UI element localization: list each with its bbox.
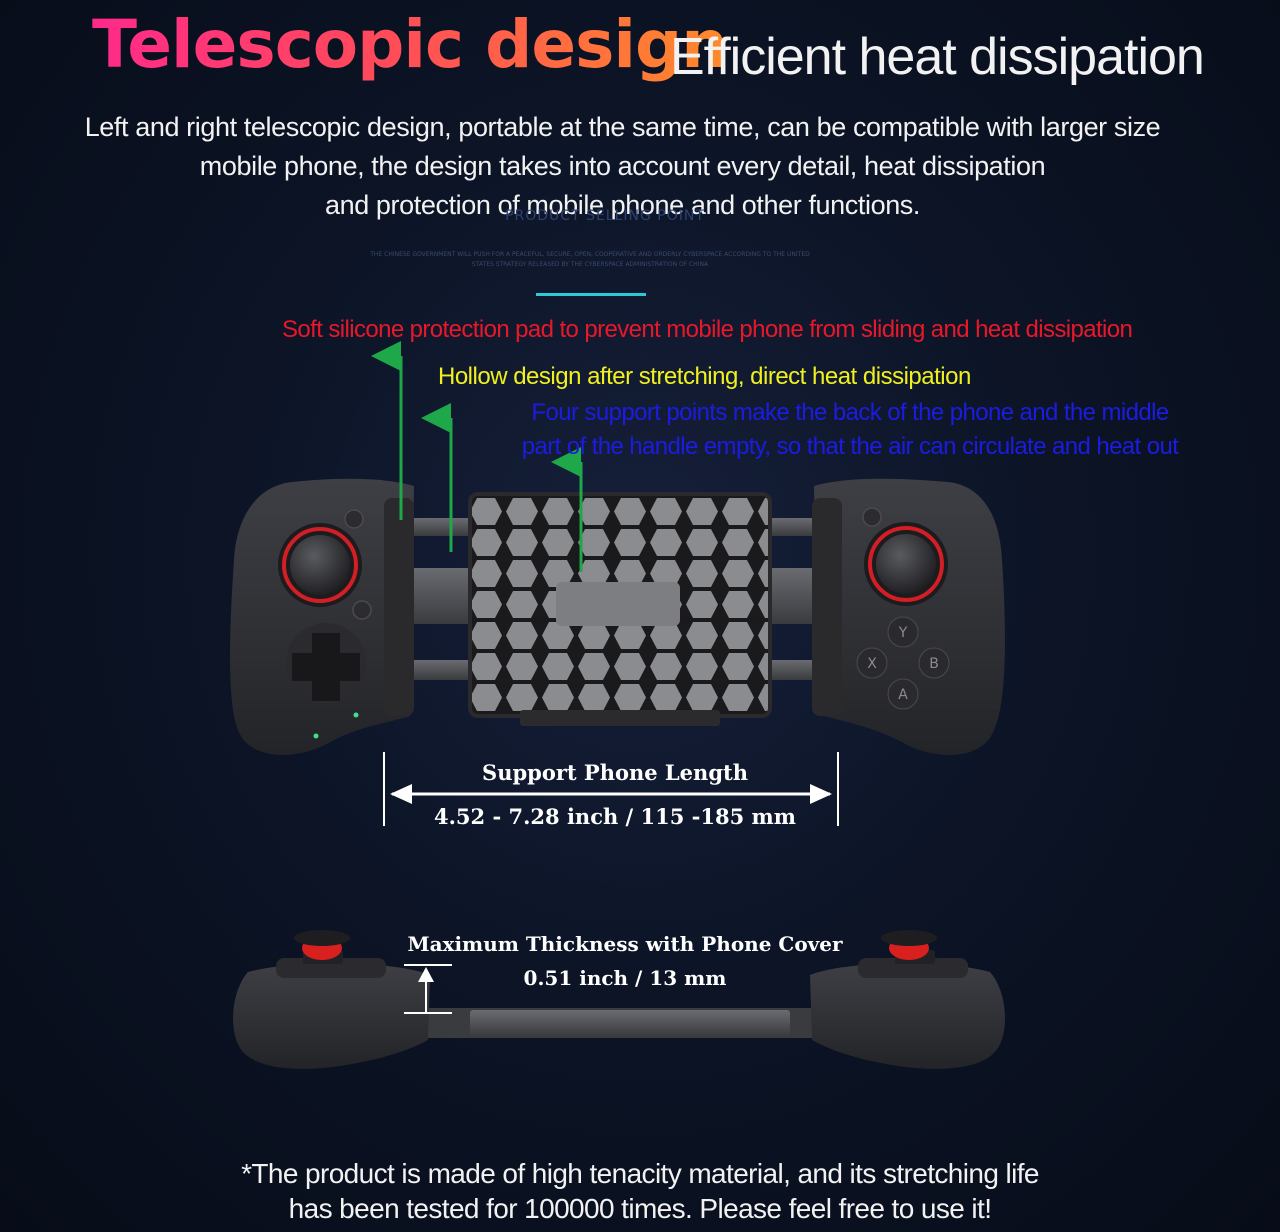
power-button: [352, 600, 372, 620]
headline-subtitle: Efficient heat dissipation: [670, 28, 1205, 86]
left-side-stick-cap: [294, 930, 350, 946]
status-led: [313, 733, 319, 739]
face-button-y-label: Y: [898, 625, 908, 641]
footer-line: *The product is made of high tenacity ma…: [241, 1158, 1039, 1189]
arrow-up-icon: [418, 967, 434, 982]
left-joystick-led: [282, 527, 358, 603]
faint-caption-line: STATES STRATEGY RELEASED BY THE CYBERSPA…: [471, 261, 709, 268]
right-side-grip: [810, 963, 1005, 1069]
right-joystick: [876, 534, 936, 594]
face-button-x-label: X: [867, 656, 877, 672]
hollow-design-note: Hollow design after stretching, direct h…: [438, 363, 971, 390]
intro-line: and protection of mobile phone and other…: [324, 190, 921, 220]
arrow-left-icon: [390, 784, 412, 804]
right-grip: [814, 478, 1005, 755]
max-thickness-label: Maximum Thickness with Phone Cover: [407, 932, 843, 956]
face-button-a: [887, 678, 919, 710]
right-side-stick-cap: [881, 930, 937, 946]
max-thickness-value: 0.51 inch / 13 mm: [523, 966, 727, 990]
left-silicone-pad: [384, 498, 414, 716]
right-small-button: [862, 507, 882, 527]
intro-line: Left and right telescopic design, portab…: [84, 112, 1161, 142]
panel-base: [520, 710, 720, 726]
headline-title: Telescopic design: [92, 0, 728, 90]
faint-caption-line: THE CHINESE GOVERNMENT WILL PUSH FOR A P…: [370, 251, 810, 258]
support-points-note-line: Four support points make the back of the…: [531, 399, 1169, 426]
support-length-value: 4.52 - 7.28 inch / 115 -185 mm: [434, 804, 796, 829]
status-led: [353, 712, 359, 718]
footer-note: *The product is made of high tenacity ma…: [0, 1156, 1280, 1226]
left-side-grip: [233, 963, 430, 1069]
support-length-label: Support Phone Length: [482, 760, 748, 785]
silicone-pad-note: Soft silicone protection pad to prevent …: [282, 316, 1133, 343]
arrow-right-icon: [810, 784, 832, 804]
right-silicone-pad: [812, 498, 842, 716]
right-joystick-led: [868, 526, 944, 602]
intro-paragraph: Left and right telescopic design, portab…: [0, 108, 1245, 225]
intro-line: mobile phone, the design takes into acco…: [199, 151, 1046, 181]
face-button-x: [856, 647, 888, 679]
face-button-a-label: A: [898, 687, 908, 703]
dpad: [292, 633, 360, 701]
length-dimension-line: [383, 752, 839, 826]
support-points-note-line: part of the handle empty, so that the ai…: [521, 433, 1179, 460]
thickness-dimension-line: [404, 964, 452, 1014]
controller-side-view: [233, 930, 1005, 1069]
accent-divider: [536, 293, 646, 296]
controller-top-view: Y X B A: [230, 478, 1005, 755]
left-small-button: [344, 509, 364, 529]
support-points-note: Four support points make the back of the…: [480, 396, 1220, 464]
side-phone-clamp: [470, 1010, 790, 1036]
faint-section-heading: PRODUCT SELLING POINT: [505, 208, 705, 224]
face-button-b: [918, 647, 950, 679]
footer-line: has been tested for 100000 times. Please…: [288, 1193, 992, 1224]
left-grip: [230, 478, 414, 755]
face-button-b-label: B: [929, 656, 939, 672]
center-support-pad: [556, 582, 680, 626]
left-joystick: [290, 535, 350, 595]
face-button-y: [887, 616, 919, 648]
